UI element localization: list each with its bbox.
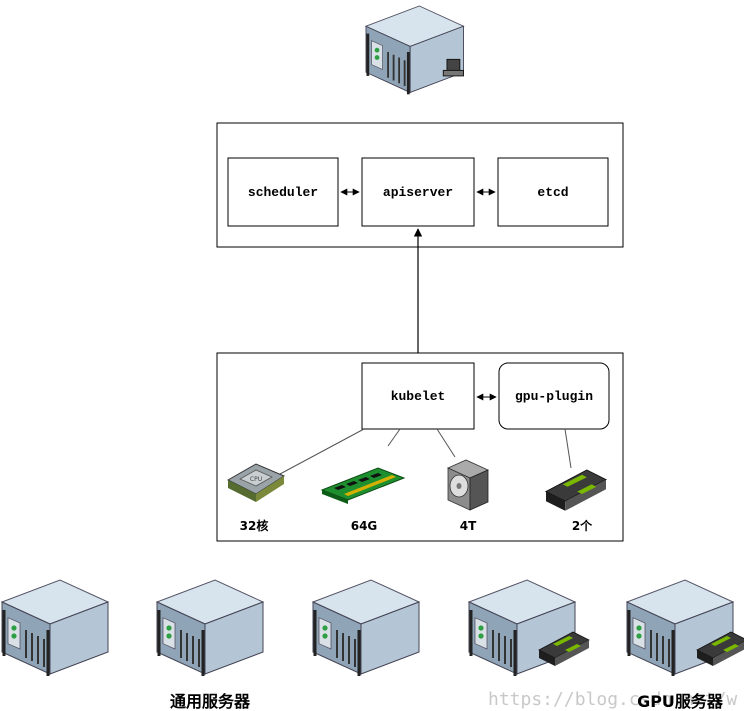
gpu-count-label: 2个 [572, 518, 593, 533]
watermark-text: https://blog.csdn.net/w [488, 689, 737, 710]
gpu-plugin-box[interactable] [498, 362, 610, 430]
gpu-plugin-label: gpu-plugin [515, 389, 593, 404]
disk-size-label: 4T [460, 519, 477, 533]
svg-text:CPU: CPU [250, 476, 262, 483]
cpu-icon: CPU [226, 463, 286, 502]
memory-icon [320, 467, 406, 504]
gpu-servers-caption: GPU服务器 [637, 692, 724, 711]
master-server-icon [364, 4, 465, 96]
general-server-icon [0, 578, 110, 678]
gpu-plugin-gpu-line [564, 428, 572, 469]
hard-disk-icon [447, 459, 489, 511]
general-servers-caption: 通用服务器 [170, 692, 251, 711]
apiserver-label: apiserver [383, 185, 453, 200]
gpu-server-icon [467, 578, 590, 678]
etcd-box[interactable] [497, 157, 609, 227]
general-server-icon [155, 578, 265, 678]
kubelet-label: kubelet [391, 389, 446, 404]
scheduler-label: scheduler [248, 185, 318, 200]
apiserver-box[interactable] [361, 157, 475, 227]
kubelet-cpu-line [279, 428, 365, 475]
kubelet-box[interactable] [361, 362, 475, 430]
etcd-label: etcd [537, 185, 568, 200]
cpu-cores-label: 32核 [240, 518, 269, 533]
kubelet-disk-line [436, 428, 456, 458]
memory-size-label: 64G [351, 519, 378, 533]
scheduler-box[interactable] [227, 157, 339, 227]
kubelet-memory-line [387, 428, 401, 447]
general-server-icon [311, 578, 421, 678]
gpu-server-icon [625, 578, 744, 678]
